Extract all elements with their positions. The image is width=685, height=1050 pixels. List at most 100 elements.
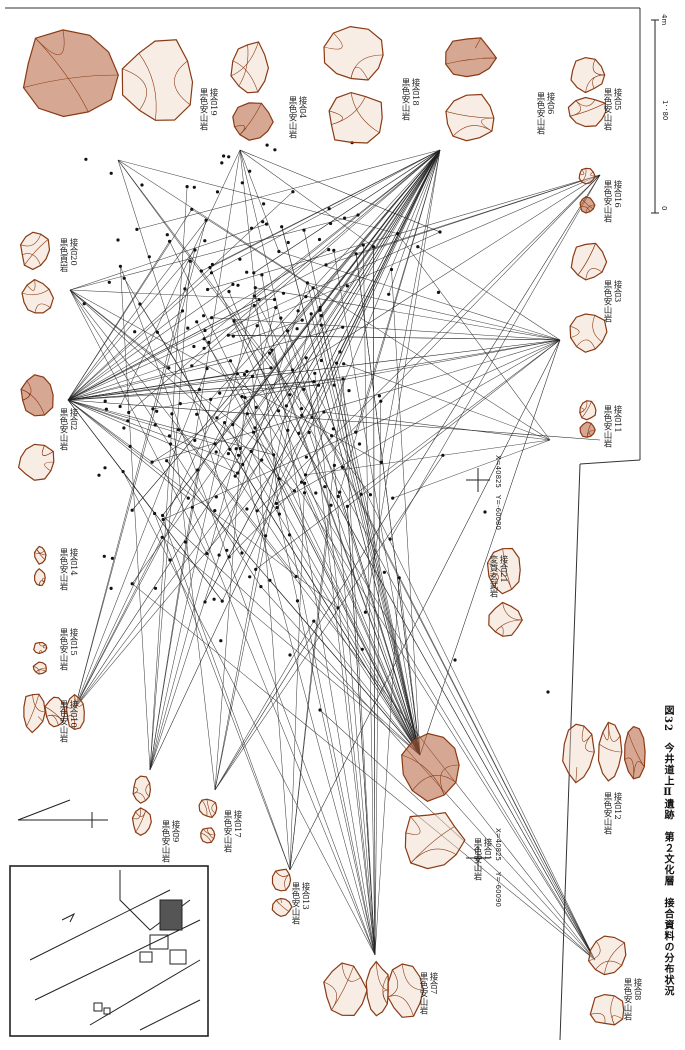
find-spot-dot	[311, 286, 315, 290]
find-spot-dot	[368, 493, 372, 497]
find-spot-dot	[236, 471, 240, 475]
refit-connection-line	[336, 149, 441, 364]
find-spot-dot	[231, 334, 235, 338]
find-spot-dot	[389, 267, 394, 272]
find-spot-dot	[252, 303, 256, 308]
find-spot-dot	[103, 466, 107, 470]
find-spot-dot	[302, 387, 306, 391]
find-spot-dot	[318, 308, 322, 312]
artifact-find-spots	[82, 141, 550, 712]
refit-connection-line	[67, 399, 153, 463]
find-spot-dot	[190, 364, 194, 368]
refit-connection-line	[230, 360, 596, 961]
find-spot-dot	[319, 314, 323, 318]
refit-connection-line	[149, 399, 211, 771]
find-spot-dot	[277, 477, 281, 481]
coord-y-label-upper: Y=-60080	[494, 495, 502, 530]
refit-connection-lines	[67, 149, 601, 961]
refit-connection-line	[273, 454, 376, 956]
refit-connection-line	[117, 159, 371, 495]
find-spot-dot	[354, 430, 358, 434]
refit-connection-line	[313, 620, 421, 756]
refit-6-artifact-drawing	[445, 93, 495, 142]
find-spot-dot	[338, 350, 342, 354]
find-spot-dot	[360, 647, 364, 651]
refit-connection-line	[232, 424, 376, 956]
refit-3-artifact-drawing	[569, 313, 608, 353]
refit-connection-line	[69, 289, 275, 300]
refit-7-artifact-drawing	[323, 962, 368, 1017]
refit-connection-line	[117, 159, 243, 554]
refit-connection-line	[253, 149, 441, 274]
find-spot-dot	[260, 273, 264, 277]
find-spot-dot	[270, 348, 274, 352]
find-spot-dot	[202, 346, 206, 350]
find-spot-dot	[341, 377, 345, 381]
find-spot-dot	[245, 369, 249, 374]
refit-artifact-drawings	[17, 25, 646, 1026]
scale-bar	[651, 19, 659, 214]
find-spot-dot	[319, 358, 323, 363]
find-spot-dot	[259, 585, 263, 589]
find-spot-dot	[240, 551, 244, 555]
find-spot-dot	[107, 280, 111, 284]
find-spot-dot	[127, 410, 131, 415]
find-spot-dot	[170, 412, 174, 416]
find-spot-dot	[103, 399, 107, 403]
find-spot-dot	[147, 255, 151, 259]
find-spot-dot	[192, 344, 196, 349]
refit-13-artifact-drawing	[271, 868, 292, 892]
find-spot-dot	[303, 473, 308, 477]
find-spot-dot	[160, 535, 164, 539]
find-spot-dot	[208, 265, 212, 270]
find-spot-dot	[327, 207, 331, 211]
refit-connection-line	[209, 149, 441, 268]
refit-connection-line	[310, 313, 421, 756]
find-spot-dot	[242, 372, 247, 377]
refit-connection-line	[214, 620, 315, 791]
find-spot-dot	[272, 453, 276, 457]
refit-connection-line	[325, 174, 601, 266]
find-spot-dot	[203, 239, 207, 243]
refit-connection-line	[255, 287, 561, 341]
find-spot-dot	[227, 555, 231, 559]
find-spot-dot	[82, 302, 86, 306]
refit-5-artifact-drawing	[570, 56, 606, 94]
find-spot-dot	[213, 442, 217, 446]
find-spot-dot	[168, 239, 172, 243]
find-spot-dot	[312, 619, 316, 623]
refit-connection-line	[67, 399, 339, 609]
find-spot-dot	[169, 442, 173, 446]
refit-17-artifact-drawing	[200, 827, 216, 844]
refit-connection-line	[131, 149, 441, 511]
refit-connection-line	[289, 339, 561, 871]
refit-connection-line	[211, 149, 441, 274]
find-spot-dot	[309, 312, 313, 316]
find-spot-dot	[210, 316, 214, 320]
find-spot-dot	[128, 444, 132, 448]
find-spot-dot	[193, 248, 197, 252]
refit-connection-line	[149, 261, 191, 771]
find-spot-dot	[331, 427, 335, 431]
find-spot-dot	[245, 507, 249, 511]
refit-connection-line	[67, 399, 243, 465]
find-spot-dot	[379, 460, 383, 464]
refit-14-artifact-drawing	[33, 545, 47, 565]
find-spot-dot	[345, 284, 349, 288]
find-spot-dot	[336, 606, 340, 610]
refit-connection-line	[191, 209, 551, 441]
refit-connection-line	[303, 389, 596, 961]
refit-8-artifact-drawing	[589, 993, 625, 1026]
find-spot-dot	[121, 470, 125, 474]
find-spot-dot	[253, 286, 257, 290]
refit-connection-line	[228, 334, 561, 341]
refit-connection-line	[192, 507, 376, 956]
find-spot-dot	[227, 289, 231, 294]
refit-12-artifact-drawing	[597, 721, 623, 782]
refit-connection-line	[389, 174, 601, 540]
